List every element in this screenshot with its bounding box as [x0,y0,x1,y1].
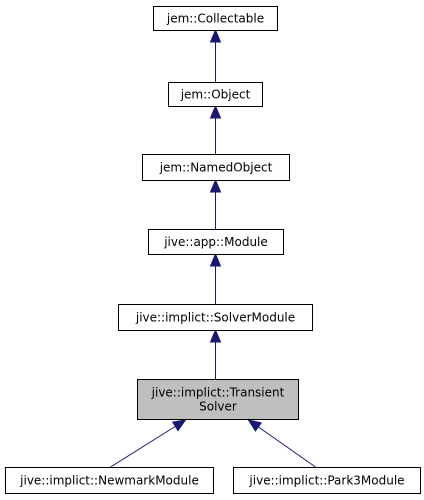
arrowhead-icon [209,328,222,343]
class-label: jive::implict::SolverModule [135,311,295,325]
class-label: jive::implict::Park3Module [248,474,404,488]
inheritance-edge-namedobject-to-object [209,104,222,154]
arrowhead-icon [209,252,222,267]
class-label: jem::Collectable [166,12,264,26]
inheritance-edge-module-to-namedobject [209,178,222,229]
class-node-object[interactable]: jem::Object [168,82,263,107]
class-label: jem::Object [180,88,251,102]
class-box [148,229,284,255]
class-box [153,6,278,31]
inheritance-edge-park3module-to-transientsolver [247,419,316,468]
class-label: jive::implict::NewmarkModule [19,474,199,488]
inheritance-edge-solvermodule-to-module [209,252,222,304]
class-label: Solver [199,400,237,414]
class-box [118,304,313,331]
class-box [142,154,290,181]
class-box [137,379,299,420]
class-label: jive::implict::Transient [151,386,285,400]
arrowhead-icon [171,419,187,432]
class-node-solvermodule[interactable]: jive::implict::SolverModule [118,304,313,331]
arrowhead-icon [209,104,222,119]
class-label: jem::NamedObject [159,161,273,175]
class-node-park3module[interactable]: jive::implict::Park3Module [233,467,421,494]
class-box [168,82,263,107]
edges-layer [110,28,316,468]
inheritance-edge-transientsolver-to-solvermodule [209,328,222,379]
class-node-namedobject[interactable]: jem::NamedObject [142,154,290,181]
inheritance-edge-object-to-collectable [209,28,222,82]
arrowhead-icon [209,28,222,43]
class-node-module[interactable]: jive::app::Module [148,229,284,255]
edge-line [110,425,176,468]
class-label: jive::app::Module [163,235,268,249]
arrowhead-icon [247,419,263,432]
inheritance-edge-newmarkmodule-to-transientsolver [110,419,187,468]
class-node-collectable[interactable]: jem::Collectable [153,6,278,31]
arrowhead-icon [209,178,222,193]
nodes-layer: jem::Collectablejem::Objectjem::NamedObj… [5,6,421,494]
class-box [5,467,214,494]
class-box [233,467,421,494]
edge-line [258,426,316,468]
class-node-newmarkmodule[interactable]: jive::implict::NewmarkModule [5,467,214,494]
